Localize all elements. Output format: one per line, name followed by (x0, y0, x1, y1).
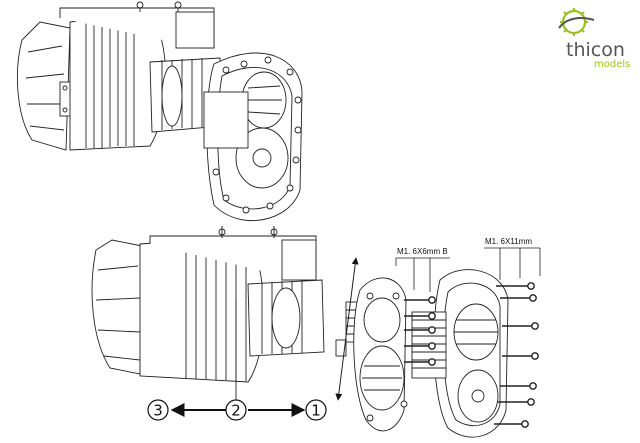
screw-label-m1-6x6-b: M1. 6X6mm B (397, 247, 448, 256)
position-label-2: 2 (231, 402, 241, 420)
screw-label-m1-6x11: M1. 6X11mm (485, 237, 532, 246)
gear-logo-icon (558, 8, 595, 36)
logo-sub-text: models (594, 59, 630, 70)
shift-position-indicator: 3 2 1 (147, 300, 327, 421)
screws-m1-6x11 (494, 282, 539, 428)
thicon-logo: thicon models (558, 8, 630, 70)
position-circle-3 (147, 399, 169, 421)
logo-brand-text: thicon (566, 39, 625, 61)
position-label-1: 1 (311, 402, 321, 420)
position-circle-1 (305, 399, 327, 421)
screws-m1-6x6-b (404, 296, 436, 366)
position-label-3: 3 (153, 402, 163, 420)
exploded-gearbox-drawing (91, 226, 509, 438)
assembled-gearbox-drawing (16, 1, 303, 222)
tilt-direction-arrow (335, 257, 359, 401)
screw-leader-lines (395, 247, 541, 292)
position-circle-2 (225, 399, 247, 421)
